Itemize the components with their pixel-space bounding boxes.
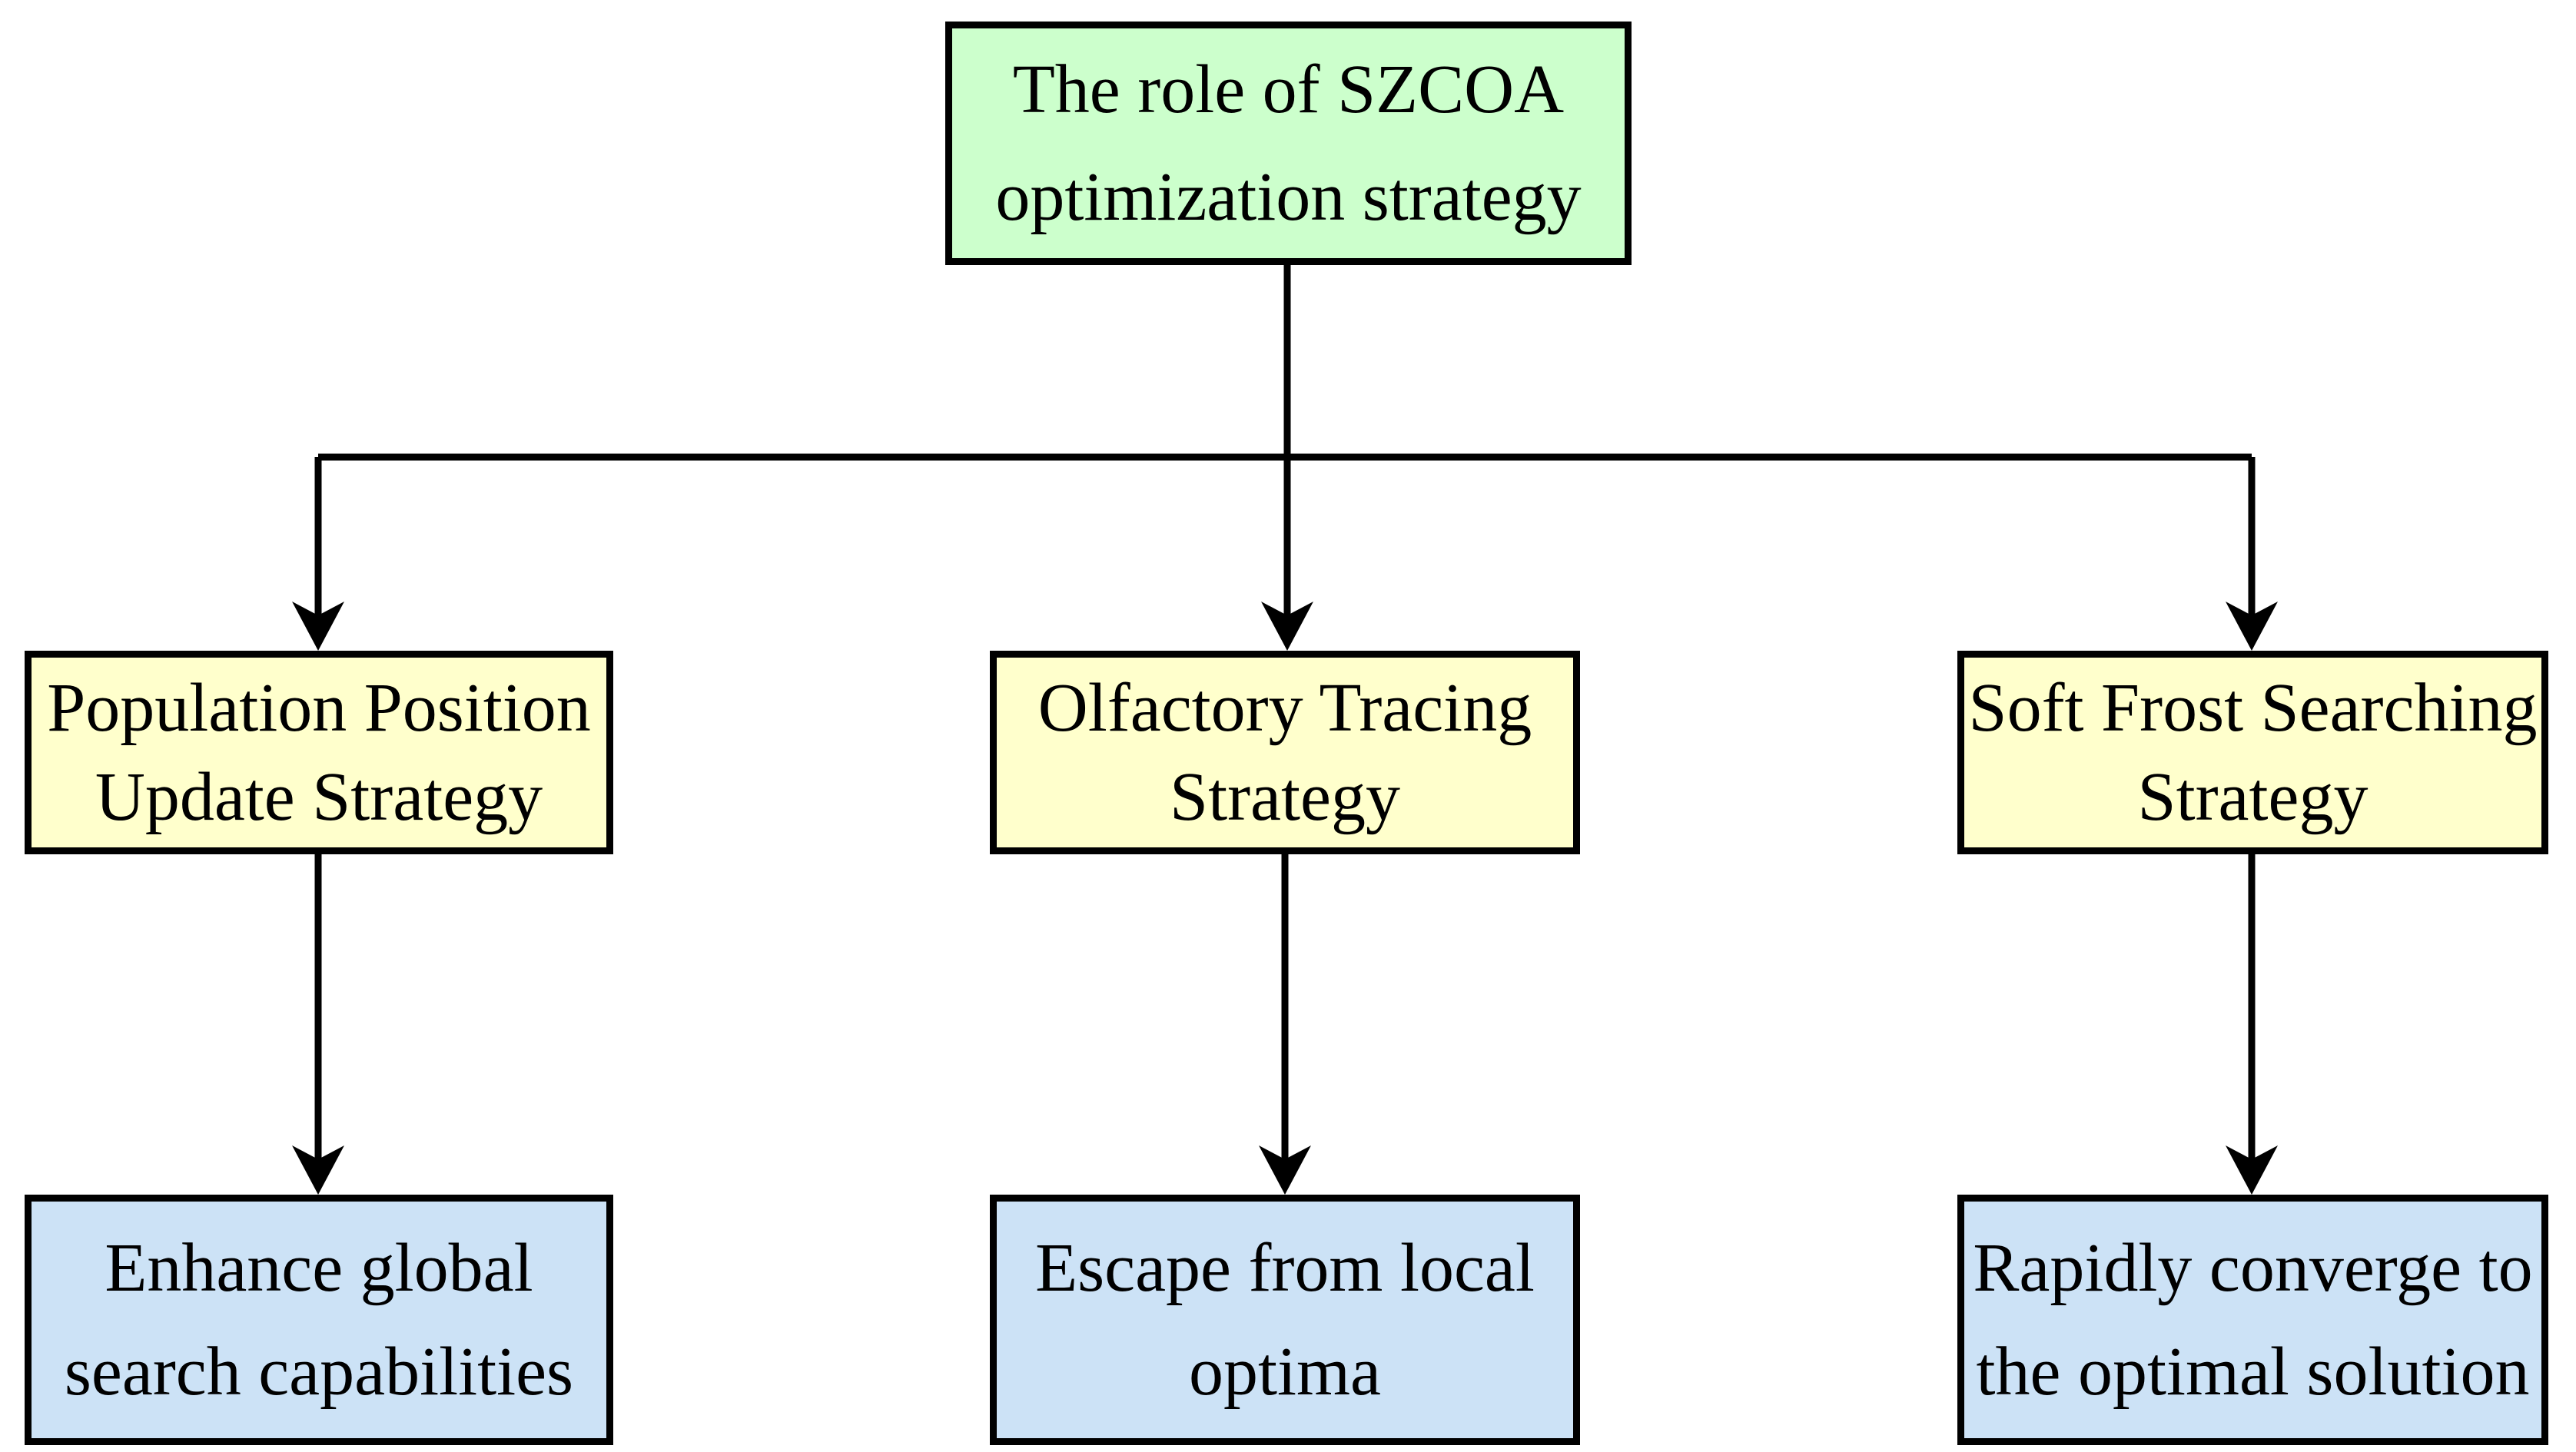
outcome-box-rapid-convergence: Rapidly converge to the optimal solution [1957, 1195, 2548, 1445]
box-label-line: optimization strategy [995, 158, 1582, 235]
connector-root-branch [292, 265, 2278, 651]
arrowhead-icon [2226, 602, 2278, 651]
box-label-line: Soft Frost Searching [1968, 670, 2538, 747]
box-label-line: Population Position [47, 670, 591, 747]
arrowhead-icon [1261, 602, 1313, 651]
box-label-line: Strategy [1170, 758, 1400, 835]
box-label-line: Rapidly converge to [1973, 1230, 2533, 1306]
outcome-box-enhance-global-search: Enhance global search capabilities [25, 1195, 613, 1445]
box-label-line: Enhance global [105, 1230, 533, 1306]
box-label-line: Strategy [2137, 758, 2369, 835]
box-label-line: optima [1189, 1334, 1381, 1410]
strategy-box-olfactory-tracing: Olfactory Tracing Strategy [990, 651, 1580, 854]
arrowhead-icon [292, 1145, 344, 1195]
box-label-line: search capabilities [64, 1334, 574, 1410]
root-box-szcoa-role: The role of SZCOA optimization strategy [945, 22, 1632, 265]
box-label-line: Olfactory Tracing [1037, 670, 1532, 747]
strategy-box-population-position-update: Population Position Update Strategy [25, 651, 613, 854]
arrowhead-icon [1259, 1145, 1311, 1195]
box-label-line: Update Strategy [95, 758, 543, 835]
box-label-line: Escape from local [1035, 1230, 1535, 1306]
box-label-line: The role of SZCOA [1012, 51, 1565, 128]
outcome-box-escape-local-optima: Escape from local optima [990, 1195, 1580, 1445]
arrowhead-icon [2226, 1145, 2278, 1195]
arrowhead-icon [292, 602, 344, 651]
box-label-line: the optimal solution [1976, 1334, 2530, 1410]
connector-strategy-to-outcome [292, 854, 2278, 1195]
strategy-box-soft-frost-searching: Soft Frost Searching Strategy [1957, 651, 2548, 854]
